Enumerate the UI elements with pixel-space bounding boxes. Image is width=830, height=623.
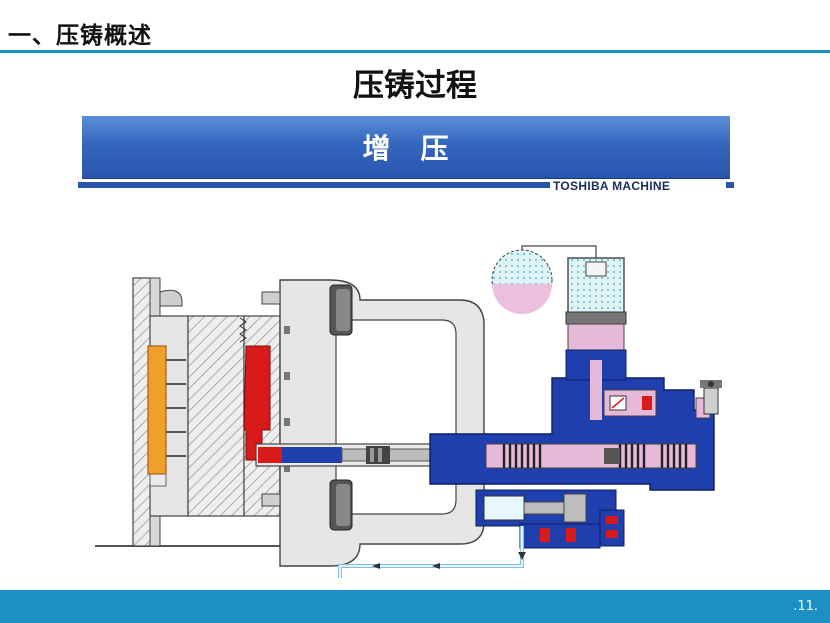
control-valve-assembly	[475, 489, 625, 549]
banner-underline-end	[726, 182, 734, 188]
title-divider	[0, 50, 830, 53]
pressure-valve	[700, 380, 722, 415]
machine-frame	[261, 279, 485, 567]
slide-title: 压铸过程	[353, 68, 477, 104]
banner: 增 压	[82, 116, 730, 178]
section-title: 一、压铸概述	[8, 23, 152, 49]
banner-label: 增 压	[362, 132, 450, 165]
die-casting-diagram	[95, 245, 722, 578]
moving-die	[147, 315, 189, 517]
ejector-plate	[147, 345, 167, 475]
page-number: .11.	[793, 599, 818, 614]
brand-label: TOSHIBA MACHINE	[553, 179, 671, 193]
injection-cylinder	[338, 245, 722, 578]
oil-return-line	[338, 526, 526, 578]
spring-left	[502, 444, 542, 468]
banner-underline	[78, 182, 550, 188]
footer-bar: .11.	[0, 590, 830, 623]
mold-halves	[187, 315, 281, 517]
